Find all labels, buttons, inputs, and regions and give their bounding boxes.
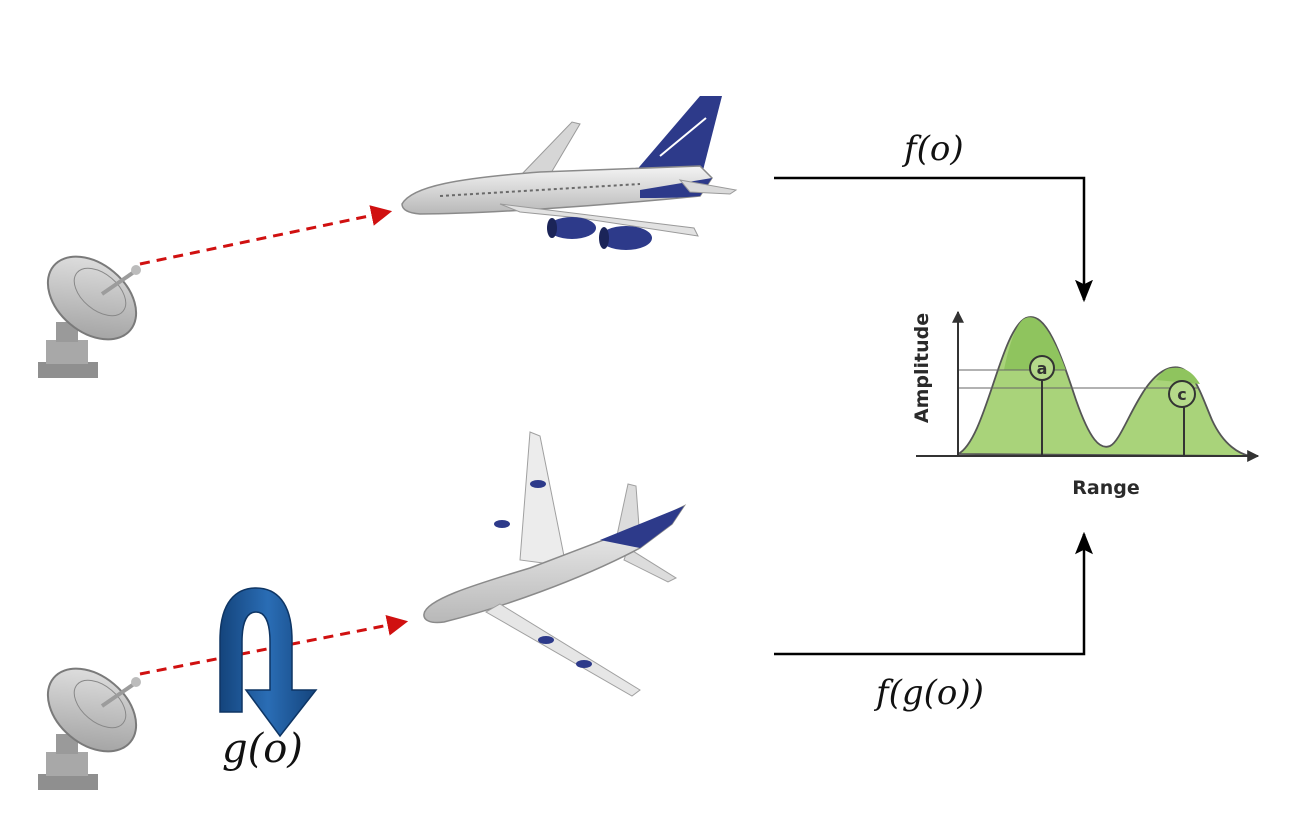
x-axis-label: Range [1072,477,1139,499]
airplane-icon [401,96,738,250]
satellite-dish-icon [38,667,141,790]
peak-a-marker [1029,355,1055,381]
connector-bottom [774,531,1093,656]
satellite-dish-icon [38,255,141,378]
airplane-icon [423,431,687,697]
range-profile-curve [957,316,1251,457]
curved-arrow-icon [219,587,318,738]
peak-c-marker [1168,380,1196,408]
peak-c-label: c [1177,385,1186,404]
peak-a-label: a [1037,359,1048,378]
y-axis-label: Amplitude [911,313,933,423]
bottom-function-label: f(g(o)) [873,673,984,713]
top-function-label: f(o) [901,129,964,169]
connector-top [774,176,1093,303]
radar-beam-top [139,205,393,266]
range-profile-plot: a c Amplitude Range [911,310,1260,499]
transform-label: g(o) [222,726,303,772]
radar-beam-bottom [139,614,409,676]
